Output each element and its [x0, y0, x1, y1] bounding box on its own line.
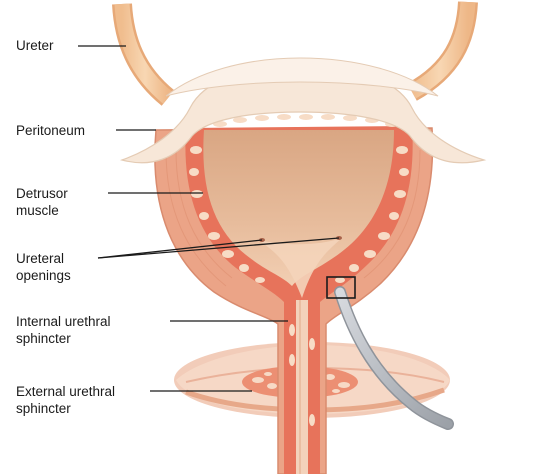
label-detrusor-line1: Detrusor — [16, 186, 68, 201]
label-ureteral-openings: Ureteral openings — [16, 250, 71, 284]
label-peritoneum: Peritoneum — [16, 122, 85, 139]
ureter-right — [406, 1, 478, 101]
label-detrusor-line2: muscle — [16, 203, 59, 218]
urethra — [296, 300, 308, 474]
ureter-left — [112, 3, 175, 106]
label-external-line1: External urethral — [16, 384, 116, 399]
label-external-line2: sphincter — [16, 401, 71, 416]
callout-box — [326, 276, 356, 299]
label-ureteral-line2: openings — [16, 268, 71, 283]
leader-lines — [78, 45, 340, 392]
ureteral-openings-leader-left — [97, 239, 263, 259]
ureteral-openings-leader-right — [97, 237, 340, 259]
label-internal-urethral-sphincter: Internal urethral sphincter — [16, 313, 111, 347]
label-internal-line1: Internal urethral — [16, 314, 111, 329]
label-ureter: Ureter — [16, 37, 54, 54]
label-peritoneum-text: Peritoneum — [16, 123, 86, 138]
label-internal-line2: sphincter — [16, 331, 71, 346]
label-ureter-text: Ureter — [16, 38, 54, 53]
bladder-lumen — [203, 130, 394, 286]
label-ureteral-line1: Ureteral — [16, 251, 65, 266]
label-detrusor-muscle: Detrusor muscle — [16, 185, 68, 219]
label-external-urethral-sphincter: External urethral sphincter — [16, 383, 115, 417]
